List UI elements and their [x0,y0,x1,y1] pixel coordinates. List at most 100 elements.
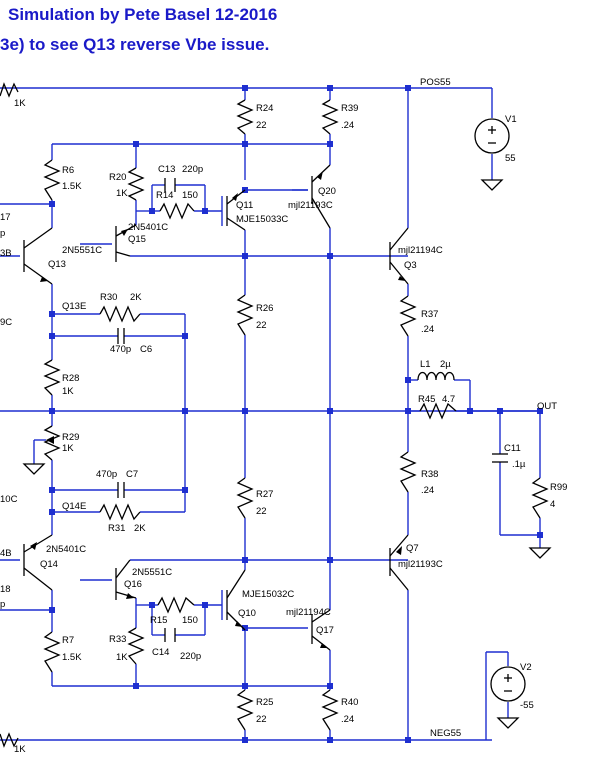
transistor-q13: 2N5551C Q13 [23,227,102,285]
svg-text:R38: R38 [421,469,438,480]
svg-text:mjl21194C: mjl21194C [398,245,443,256]
svg-text:4.7: 4.7 [442,394,455,405]
ground-v1 [480,179,504,191]
resistor-r24: R24 22 [236,99,273,135]
svg-text:C13: C13 [158,164,175,175]
edge-fragment-p-top: p [0,228,5,239]
svg-text:.1µ: .1µ [512,459,526,470]
svg-text:R33: R33 [109,634,126,645]
svg-text:C7: C7 [126,469,138,480]
svg-text:55: 55 [505,153,516,164]
resistor-r27: R27 22 [236,477,273,519]
resistor-r99: R99 4 [531,477,567,519]
net-label-q13e: Q13E [62,301,86,312]
svg-text:2N5551C: 2N5551C [132,567,172,578]
svg-text:Q16: Q16 [124,579,142,590]
inductor-l1: L1 2µ [417,359,455,381]
junction-dots [49,85,543,743]
svg-text:Q3: Q3 [404,260,417,271]
resistor-r33: R33 1K [109,627,145,665]
resistor-r28: R28 1K [43,359,79,397]
svg-text:Q17: Q17 [316,625,334,636]
resistor-r39: R39 .24 [321,99,358,135]
svg-text:mjl21193C: mjl21193C [288,200,333,211]
svg-text:R15: R15 [150,615,167,626]
net-label-pos55: POS55 [420,77,451,88]
svg-text:4: 4 [550,499,555,510]
svg-text:Q7: Q7 [406,543,419,554]
resistor-r30: R30 2K [99,292,142,323]
resistor-r31: R31 2K [99,503,146,534]
net-label-neg55: NEG55 [430,728,461,739]
svg-text:1K: 1K [116,652,128,663]
svg-text:1.5K: 1.5K [62,652,82,663]
svg-text:2K: 2K [130,292,142,303]
edge-fragment-9c: 9C [0,317,12,328]
edge-fragment-17: 17 [0,212,11,223]
svg-text:R37: R37 [421,309,438,320]
svg-text:.24: .24 [421,485,434,496]
svg-text:1K: 1K [14,98,26,109]
svg-text:R27: R27 [256,489,273,500]
svg-text:R26: R26 [256,303,273,314]
svg-text:Q14: Q14 [40,559,58,570]
svg-text:R25: R25 [256,697,273,708]
svg-text:470p: 470p [96,469,117,480]
svg-text:Q11: Q11 [236,200,253,211]
transistor-q20: Q20 mjl21193C [288,164,336,229]
capacitor-c6: 470p C6 [110,328,152,355]
svg-text:Q10: Q10 [238,608,256,619]
svg-text:R29: R29 [62,432,79,443]
svg-text:Q13: Q13 [48,259,66,270]
svg-text:R7: R7 [62,635,74,646]
svg-text:1K: 1K [62,443,74,454]
svg-text:22: 22 [256,714,267,725]
svg-text:MJE15032C: MJE15032C [242,589,294,600]
schematic-title: Simulation by Pete Basel 12-2016 [8,5,277,24]
svg-text:R6: R6 [62,165,74,176]
resistor-r15: R15 150 [150,596,198,626]
resistor-r14: R14 150 [156,190,198,220]
capacitor-c7: 470p C7 [96,469,138,498]
svg-text:220p: 220p [180,651,201,662]
svg-text:.24: .24 [341,120,354,131]
svg-text:2K: 2K [134,523,146,534]
svg-text:R31: R31 [108,523,125,534]
svg-text:Q15: Q15 [128,234,146,245]
svg-text:-55: -55 [520,700,534,711]
svg-text:2N5401C: 2N5401C [128,222,168,233]
svg-text:22: 22 [256,320,267,331]
resistor-r6: R6 1.5K [43,159,82,201]
svg-text:R28: R28 [62,373,79,384]
svg-text:V1: V1 [505,114,517,125]
svg-text:R40: R40 [341,697,358,708]
svg-text:R30: R30 [100,292,117,303]
voltage-source-v1: V1 55 [474,114,517,164]
svg-text:.24: .24 [341,714,354,725]
svg-text:R45: R45 [418,394,435,405]
resistor-r45: R45 4.7 [418,394,457,420]
svg-text:R24: R24 [256,103,273,114]
ground-v2 [496,717,520,729]
svg-text:2N5551C: 2N5551C [62,245,102,256]
svg-text:470p: 470p [110,344,131,355]
schematic-subtitle: 3e) to see Q13 reverse Vbe issue. [0,35,269,54]
capacitor-c11: C11 .1µ [492,443,526,470]
edge-fragment-p-bottom: p [0,599,5,610]
svg-text:R20: R20 [109,172,126,183]
ground-r29 [22,463,46,475]
resistor-r20: R20 1K [109,167,145,201]
svg-text:2µ: 2µ [440,359,451,370]
svg-text:R99: R99 [550,482,567,493]
svg-text:C11: C11 [504,443,521,454]
svg-text:1K: 1K [62,386,74,397]
svg-text:.24: .24 [421,324,434,335]
resistor-r26: R26 22 [236,294,273,336]
svg-text:C6: C6 [140,344,152,355]
svg-text:1K: 1K [14,744,26,755]
svg-text:C14: C14 [152,647,169,658]
resistor-top-left: 1K [0,82,26,109]
svg-text:mjl21193C: mjl21193C [398,559,443,570]
edge-fragment-4b: 4B [0,548,12,559]
